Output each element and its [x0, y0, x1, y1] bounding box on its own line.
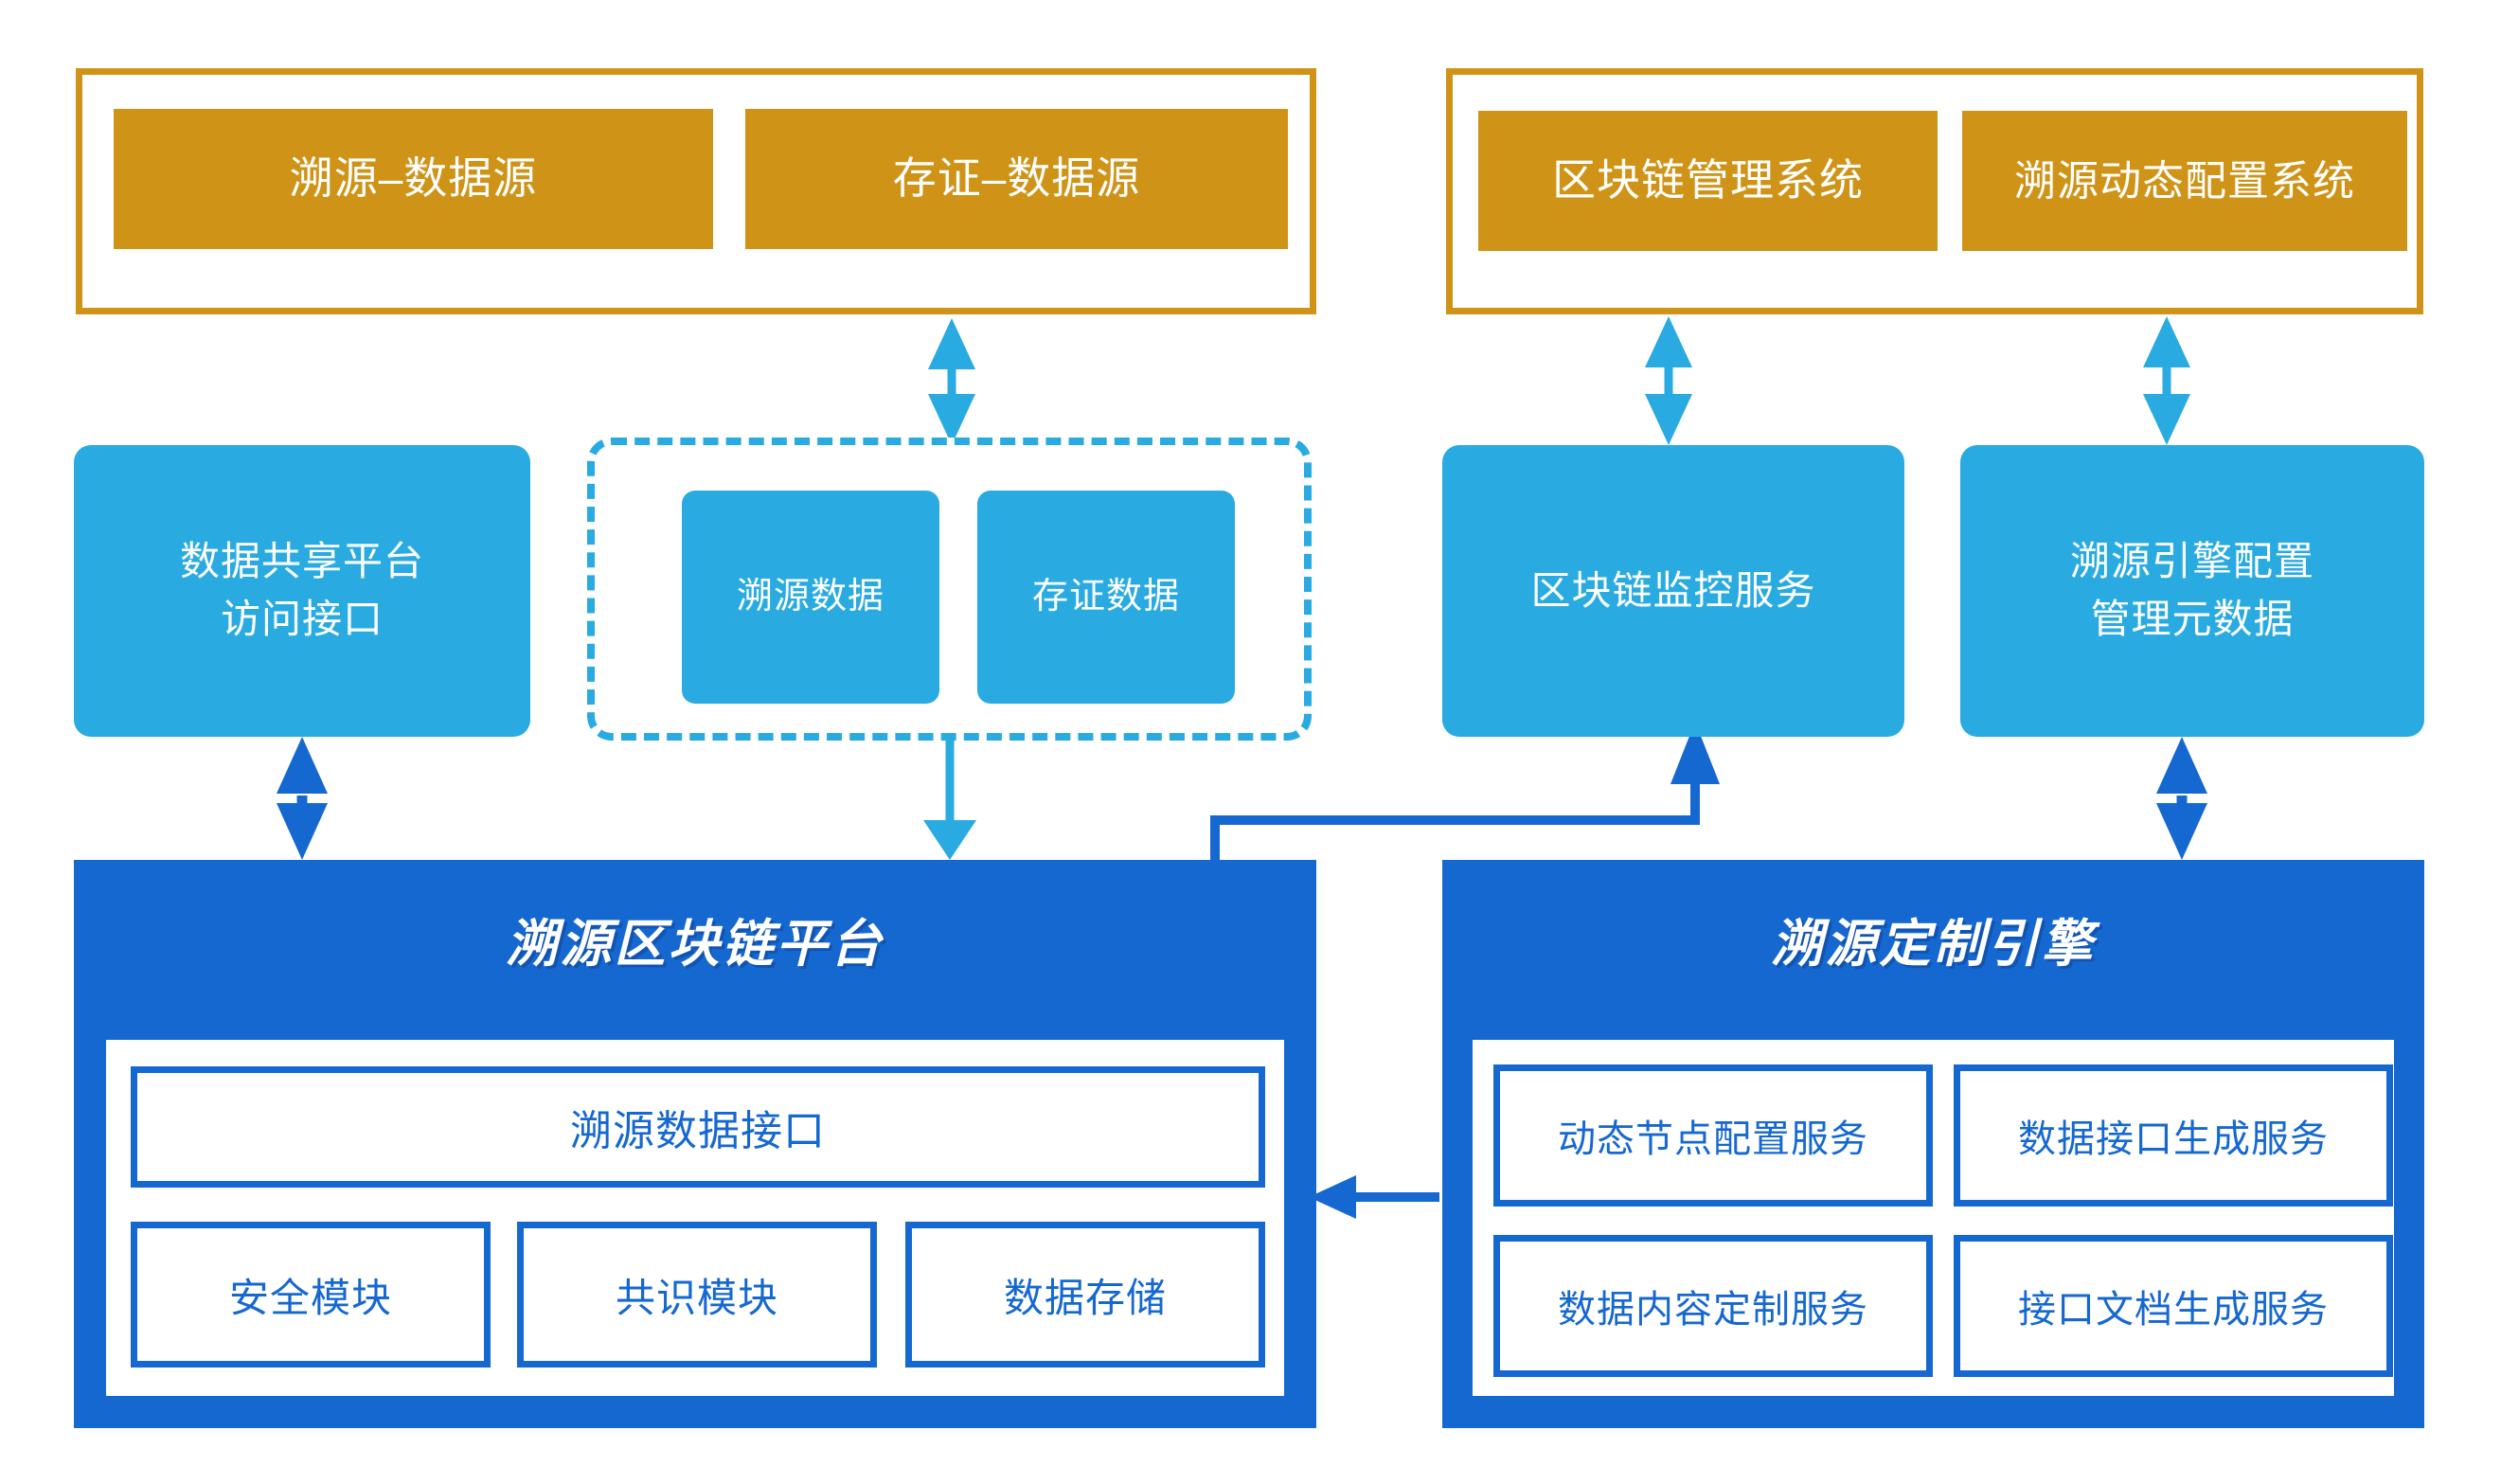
module-label: 安全模块 [228, 1275, 392, 1320]
card-provenance-data[interactable]: 溯源数据 [682, 491, 939, 704]
platform-provenance-custom-engine: 溯源定制引擎 动态节点配置服务 数据接口生成服务 数据内容定制服务 接口文档生成… [1442, 860, 2424, 1428]
card-engine-config-metadata[interactable]: 溯源引擎配置 管理元数据 [1960, 445, 2424, 737]
tile-attestation-datasource[interactable]: 存证–数据源 [745, 109, 1288, 249]
tile-label: 溯源动态配置系统 [2014, 157, 2355, 205]
card-attestation-data[interactable]: 存证数据 [977, 491, 1235, 704]
card-blockchain-monitor-service[interactable]: 区块链监控服务 [1442, 445, 1904, 737]
module-data-content-customization-service[interactable]: 数据内容定制服务 [1493, 1235, 1933, 1377]
connector-configsystem-to-engineconfig [2143, 316, 2190, 445]
module-security[interactable]: 安全模块 [131, 1222, 491, 1368]
module-data-storage[interactable]: 数据存储 [905, 1222, 1265, 1368]
platform-left-body: 溯源数据接口 安全模块 共识模块 数据存储 [100, 1034, 1290, 1402]
platform-title-label: 溯源区块链平台 [506, 915, 884, 973]
module-label: 数据存储 [1003, 1275, 1167, 1320]
module-label: 共识模块 [615, 1275, 778, 1320]
tile-label: 区块链管理系统 [1552, 155, 1864, 206]
module-consensus[interactable]: 共识模块 [517, 1222, 877, 1368]
module-interface-doc-generation-service[interactable]: 接口文档生成服务 [1954, 1235, 2393, 1377]
tile-blockchain-management-system[interactable]: 区块链管理系统 [1478, 111, 1938, 251]
module-label: 接口文档生成服务 [2018, 1289, 2329, 1331]
platform-title-provenance-blockchain: 溯源区块链平台 [74, 886, 1316, 991]
card-label: 存证数据 [1031, 576, 1180, 617]
card-data-sharing-access-interface[interactable]: 数据共享平台 访问接口 [74, 445, 530, 737]
top-right-management-group: 区块链管理系统 溯源动态配置系统 [1446, 68, 2423, 314]
card-label-line1: 溯源引擎配置 [2069, 539, 2314, 584]
card-label-line2: 管理元数据 [2090, 597, 2295, 641]
tile-provenance-datasource[interactable]: 溯源–数据源 [114, 109, 713, 249]
module-provenance-data-interface[interactable]: 溯源数据接口 [131, 1066, 1265, 1188]
platform-title-custom-engine: 溯源定制引擎 [1442, 886, 2424, 991]
connector-engineconfig-to-engine [2156, 737, 2207, 860]
module-label: 溯源数据接口 [570, 1108, 826, 1154]
connector-datagroup-to-platform [923, 734, 976, 860]
module-label: 数据接口生成服务 [2018, 1118, 2329, 1160]
tile-label: 存证–数据源 [892, 153, 1141, 204]
connector-datasource-to-datagroup [928, 318, 975, 445]
platform-right-body: 动态节点配置服务 数据接口生成服务 数据内容定制服务 接口文档生成服务 [1467, 1034, 2400, 1402]
module-dynamic-node-config-service[interactable]: 动态节点配置服务 [1493, 1064, 1933, 1207]
data-group-dashed-container: 溯源数据 存证数据 [587, 438, 1312, 741]
platform-provenance-blockchain: 溯源区块链平台 溯源数据接口 安全模块 共识模块 数据存储 [74, 860, 1316, 1428]
connector-access-to-platform [277, 737, 328, 860]
tile-dynamic-config-system[interactable]: 溯源动态配置系统 [1962, 111, 2407, 251]
module-label: 动态节点配置服务 [1558, 1118, 1868, 1160]
module-label: 数据内容定制服务 [1558, 1289, 1868, 1331]
top-left-datasource-group: 溯源–数据源 存证–数据源 [76, 68, 1316, 314]
connector-management-to-monitor [1645, 316, 1692, 445]
connector-platform-to-monitor [1210, 722, 1720, 864]
card-label: 区块链监控服务 [1530, 567, 1816, 613]
card-label-line2: 访问接口 [220, 597, 384, 641]
card-label: 溯源数据 [736, 576, 884, 617]
platform-title-label: 溯源定制引擎 [1771, 915, 2096, 973]
module-data-interface-generation-service[interactable]: 数据接口生成服务 [1954, 1064, 2393, 1207]
tile-label: 溯源–数据源 [289, 153, 538, 204]
connector-engine-to-platform [1309, 1175, 1439, 1219]
card-label-line1: 数据共享平台 [179, 539, 424, 584]
